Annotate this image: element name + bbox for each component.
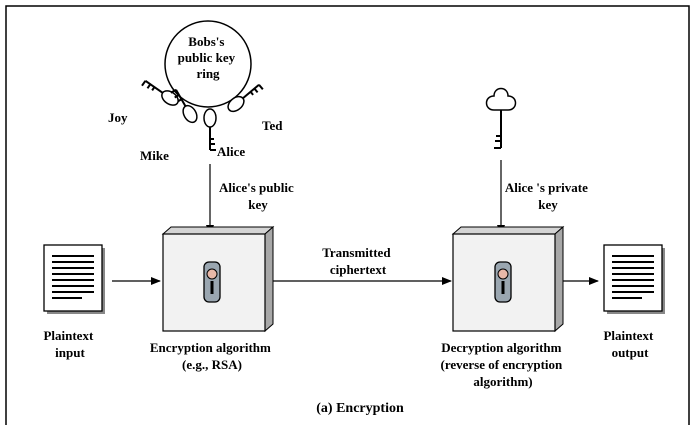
key-ring-label: Bobs's public key ring [178,34,239,81]
key-icon [227,83,264,113]
key-ring-icon [141,20,264,151]
decryption-algorithm-box [451,225,565,333]
key-owner-ted: Ted [262,118,283,133]
lock-icon [203,261,221,303]
transmitted-ciphertext-label: Transmitted ciphertext [322,245,394,277]
key-owner-joy: Joy [108,110,128,125]
cloud-key-icon [485,87,517,149]
document-icon [603,244,665,314]
encryption-algorithm-label: Encryption algorithm (e.g., RSA) [150,340,274,372]
plaintext-input-label: Plaintext input [43,328,96,360]
plaintext-output-label: Plaintext output [603,328,656,360]
alice-public-key-label: Alice's public key [219,180,297,212]
key-icon [170,88,198,124]
key-owner-mike: Mike [140,148,169,163]
frame-border [5,5,690,425]
alice-private-key-label: Alice 's private key [505,180,591,212]
figure-caption: (a) Encryption [316,401,404,416]
decryption-algorithm-label: Decryption algorithm (reverse of encrypt… [440,340,565,389]
document-icon [43,244,105,314]
key-icon [203,108,217,151]
lock-icon [494,261,512,303]
key-icon [141,79,179,106]
encryption-algorithm-box [161,225,275,333]
key-owner-alice: Alice [217,144,245,159]
